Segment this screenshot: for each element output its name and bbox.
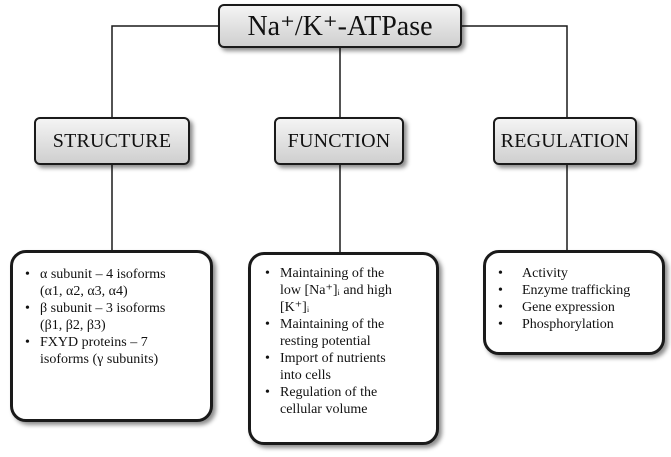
structure-fxyd-subtext: isoforms (γ subunits) <box>40 352 159 367</box>
diagram-title: Na⁺/K⁺-ATPase <box>247 11 433 42</box>
category-structure-box: STRUCTURE <box>34 117 190 165</box>
category-regulation-label: REGULATION <box>500 129 630 152</box>
structure-beta-text: β subunit – 3 isoforms <box>40 301 166 316</box>
category-regulation-box: REGULATION <box>493 117 637 165</box>
structure-fxyd-text: FXYD proteins – 7 <box>40 335 148 350</box>
regulation-panel: Activity Enzyme trafficking Gene express… <box>483 250 665 355</box>
regulation-item: Gene expression <box>498 299 654 316</box>
category-structure-label: STRUCTURE <box>52 129 172 152</box>
category-function-label: FUNCTION <box>287 129 391 152</box>
regulation-item: Enzyme trafficking <box>498 282 654 299</box>
function-item-1-line-3: [K⁺]ᵢ <box>280 300 310 315</box>
function-item-2-line-2: resting potential <box>280 334 371 349</box>
regulation-list: Activity Enzyme trafficking Gene express… <box>498 265 654 333</box>
function-item-cell-volume: Regulation of the cellular volume <box>265 384 428 418</box>
regulation-item: Activity <box>498 265 654 282</box>
function-item-3-line-1: Import of nutrients <box>280 351 386 366</box>
function-item-2-line-1: Maintaining of the <box>280 317 385 332</box>
function-item-3-line-2: into cells <box>280 368 331 383</box>
function-list: Maintaining of the low [Na⁺]ᵢ and high [… <box>265 265 428 418</box>
connector-title-to-structure <box>111 25 218 117</box>
function-item-1-line-2: low [Na⁺]ᵢ and high <box>280 283 392 298</box>
function-item-4-line-2: cellular volume <box>280 402 368 417</box>
function-item-ion-gradient: Maintaining of the low [Na⁺]ᵢ and high [… <box>265 265 428 316</box>
title-box: Na⁺/K⁺-ATPase <box>218 4 462 48</box>
structure-item-fxyd: FXYD proteins – 7 isoforms (γ subunits) <box>25 334 200 368</box>
structure-item-alpha: α subunit – 4 isoforms (α1, α2, α3, α4) <box>25 266 200 300</box>
connector-title-to-regulation <box>462 25 568 117</box>
structure-list: α subunit – 4 isoforms (α1, α2, α3, α4) … <box>25 266 200 368</box>
function-item-1-line-1: Maintaining of the <box>280 266 385 281</box>
function-panel: Maintaining of the low [Na⁺]ᵢ and high [… <box>248 252 439 445</box>
structure-alpha-isoforms: (α1, α2, α3, α4) <box>40 284 128 299</box>
structure-panel: α subunit – 4 isoforms (α1, α2, α3, α4) … <box>10 250 213 422</box>
category-function-box: FUNCTION <box>274 117 404 165</box>
regulation-item: Phosphorylation <box>498 316 654 333</box>
structure-alpha-text: α subunit – 4 isoforms <box>40 267 166 282</box>
structure-beta-isoforms: (β1, β2, β3) <box>40 318 106 333</box>
function-item-resting-potential: Maintaining of the resting potential <box>265 316 428 350</box>
function-item-nutrient-import: Import of nutrients into cells <box>265 350 428 384</box>
structure-item-beta: β subunit – 3 isoforms (β1, β2, β3) <box>25 300 200 334</box>
function-item-4-line-1: Regulation of the <box>280 385 378 400</box>
